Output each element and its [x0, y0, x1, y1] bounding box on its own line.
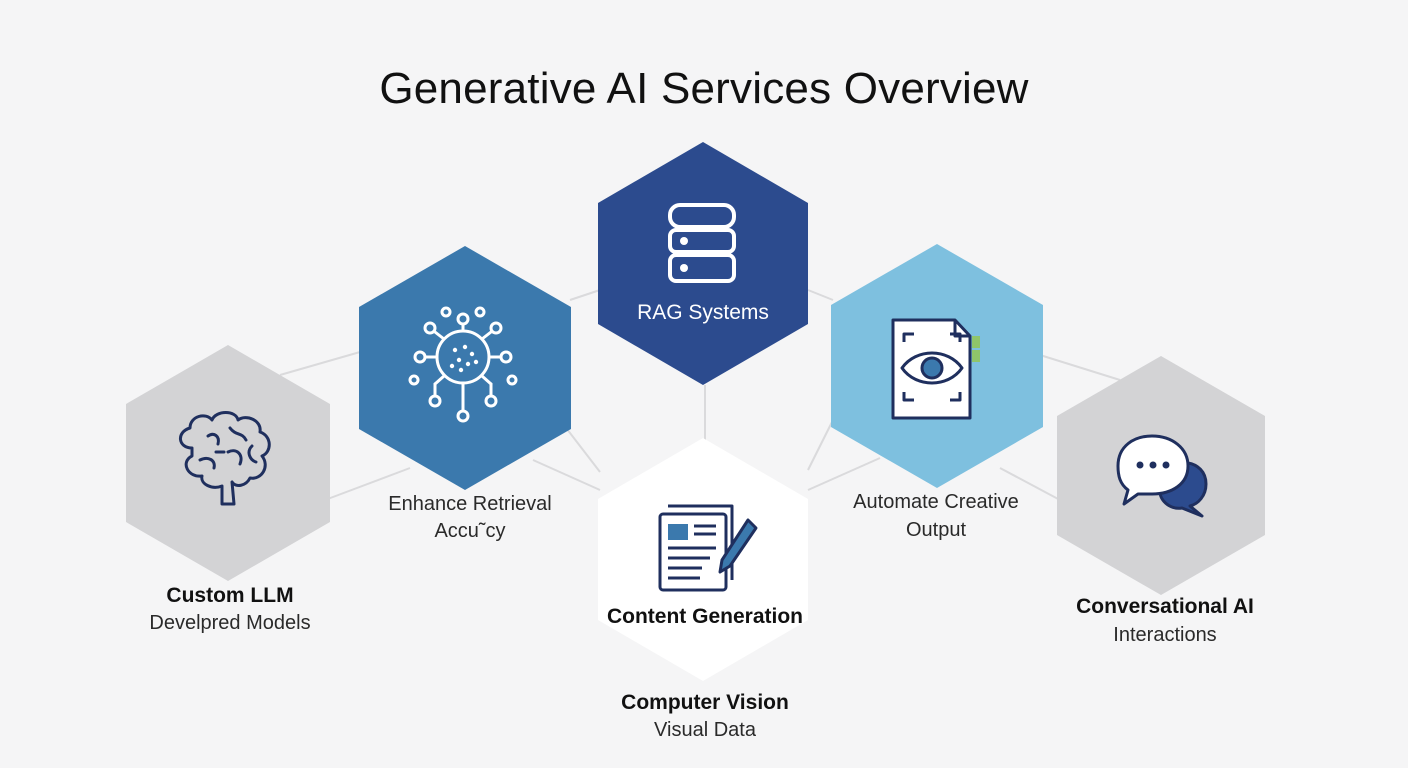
database-icon — [668, 203, 736, 283]
enhance-retrieval-caption-line2: Accu˜cy — [434, 520, 506, 542]
automate-creative-caption-line2: Output — [905, 519, 967, 541]
conversational-ai-title: Conversational AI — [1076, 595, 1254, 618]
computer-vision-subtitle: Visual Data — [654, 719, 756, 741]
connector-line — [807, 419, 834, 471]
connector-line — [1039, 354, 1121, 381]
conversational-ai-subtitle: Interactions — [1113, 624, 1217, 646]
page-title: Generative AI Services Overview — [379, 64, 1029, 113]
rag-systems-label: RAG Systems — [637, 301, 769, 324]
connector-line — [807, 289, 834, 301]
neural-core-dots — [449, 344, 479, 373]
automate-creative-caption-line1: Automate Creative — [853, 491, 1019, 513]
computer-vision-title: Computer Vision — [621, 691, 789, 714]
enhance-retrieval-caption-line1: Enhance Retrieval — [388, 493, 552, 515]
database-icon-dots — [680, 237, 688, 272]
connector-line — [999, 467, 1061, 501]
connector-line — [532, 459, 601, 491]
connector-line — [324, 467, 411, 501]
hexagon-enhance-retrieval — [359, 246, 571, 490]
connector-line — [807, 457, 881, 491]
custom-llm-title: Custom LLM — [166, 584, 294, 607]
document-pen-icon — [658, 504, 758, 592]
brain-icon — [179, 411, 271, 506]
hexagon-custom-llm — [126, 345, 330, 581]
document-tab-marks — [972, 336, 980, 362]
hexagon-rag-systems — [598, 142, 808, 385]
neural-network-icon — [408, 306, 518, 423]
connector-line — [569, 289, 601, 301]
document-eye-icon — [891, 318, 972, 420]
chat-bubbles-icon — [1116, 434, 1208, 518]
custom-llm-subtitle: Develpred Models — [149, 612, 311, 634]
content-generation-label: Content Generation — [606, 605, 803, 628]
connector-line — [279, 351, 361, 376]
